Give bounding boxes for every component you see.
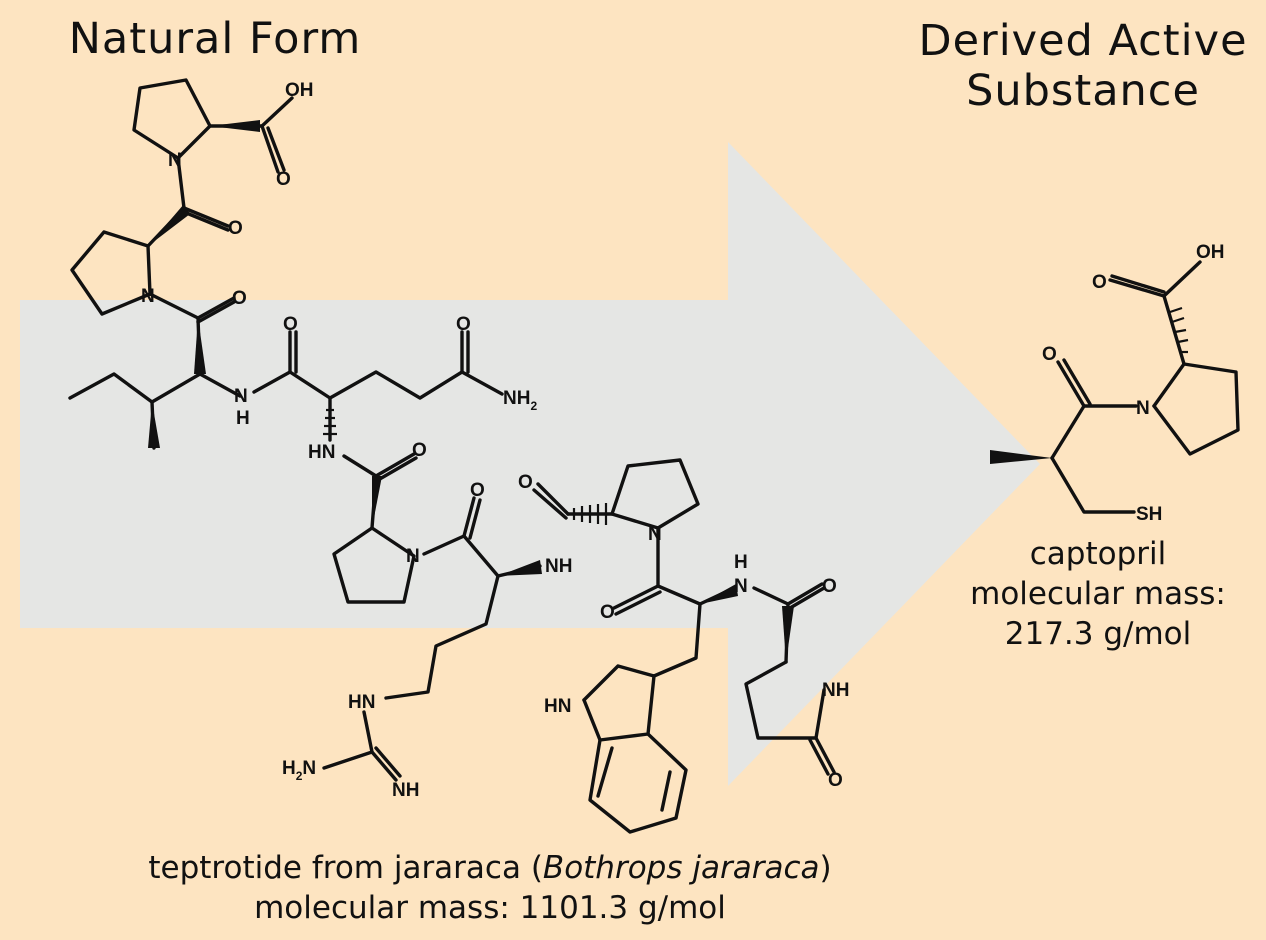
natural-form-heading: Natural Form <box>68 14 362 64</box>
teprotide-name-suffix: ) <box>819 850 832 886</box>
teprotide-wedges <box>148 120 794 662</box>
atom-label: N <box>734 576 748 597</box>
atom-label: O <box>456 314 471 335</box>
captopril-mass-value: 217.3 g/mol <box>1004 616 1192 652</box>
atom-label: O <box>470 480 485 501</box>
atom-label: NH <box>392 780 419 801</box>
captopril-caption: captopril molecular mass: 217.3 g/mol <box>930 534 1266 654</box>
atom-label: N <box>141 286 155 307</box>
atom-label: N <box>648 524 662 545</box>
captopril-structure <box>1050 260 1240 514</box>
atom-label: O <box>822 576 837 597</box>
derived-substance-heading: Derived Active Substance <box>900 16 1266 116</box>
atom-label: O <box>283 314 298 335</box>
teprotide-dashes <box>323 408 608 525</box>
teprotide-structure <box>68 78 836 834</box>
atom-label: N <box>168 150 182 171</box>
atom-label: HN <box>544 696 571 717</box>
atom-label: N <box>1136 398 1150 419</box>
atom-label: HN <box>348 692 375 713</box>
atom-label: O <box>518 472 533 493</box>
atom-label: N <box>234 386 248 407</box>
atom-label: OH <box>1196 242 1225 263</box>
teprotide-name: teptrotide from jararaca (Bothrops jarar… <box>60 848 920 888</box>
atom-label: HN <box>308 442 335 463</box>
atom-label: NH <box>822 680 849 701</box>
captopril-wedges <box>990 306 1189 464</box>
teprotide-atom-labels: OH O N O N O N H O O NH2 HN O N O NH O N… <box>141 80 849 801</box>
teprotide-caption: teptrotide from jararaca (Bothrops jarar… <box>60 848 920 928</box>
atom-label: O <box>232 288 247 309</box>
teprotide-name-prefix: teptrotide from jararaca ( <box>148 850 543 886</box>
atom-label: O <box>600 602 615 623</box>
atom-label: NH <box>545 556 572 577</box>
atom-label: O <box>1092 272 1107 293</box>
atom-label: OH <box>285 80 314 101</box>
atom-label-h2n: H2N <box>282 758 316 783</box>
atom-label: O <box>412 440 427 461</box>
derived-heading-line-1: Derived Active <box>918 16 1248 66</box>
atom-label: O <box>228 218 243 239</box>
captopril-atom-labels: OH O O N SH <box>1042 242 1225 525</box>
species-name: Bothrops jararaca <box>542 850 820 886</box>
atom-label: SH <box>1136 504 1162 525</box>
teprotide-mass: molecular mass: 1101.3 g/mol <box>254 890 726 926</box>
atom-label: H <box>734 552 748 573</box>
captopril-name: captopril <box>1029 536 1167 572</box>
atom-label: O <box>828 770 843 791</box>
atom-label: O <box>276 169 291 190</box>
derived-heading-line-2: Substance <box>966 66 1200 116</box>
atom-label: N <box>406 546 420 567</box>
captopril-mass-label: molecular mass: <box>970 576 1226 612</box>
atom-label-nh2: NH2 <box>503 388 537 413</box>
atom-label: H <box>236 408 250 429</box>
atom-label: O <box>1042 344 1057 365</box>
